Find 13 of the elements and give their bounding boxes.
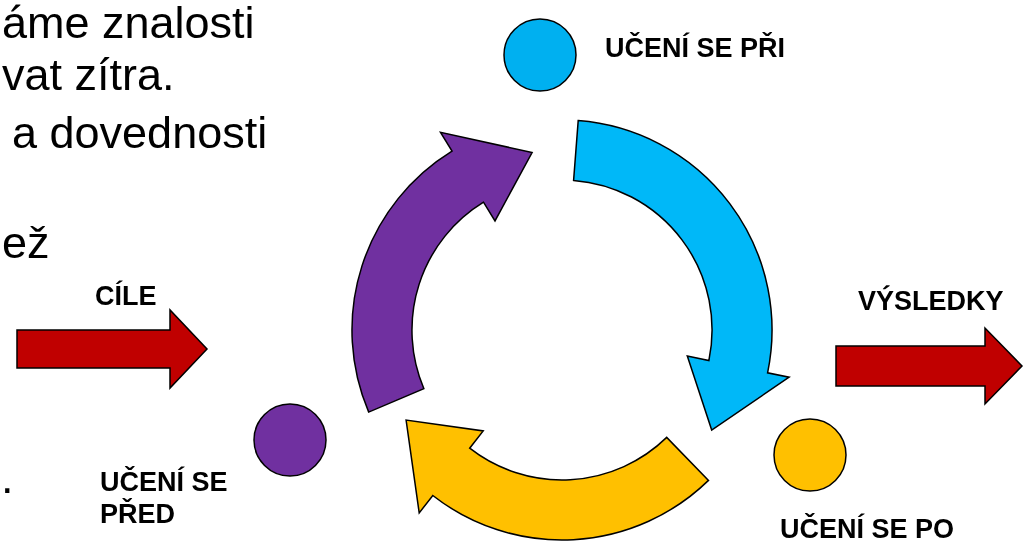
body-text: vat zítra. bbox=[2, 52, 175, 98]
stage-label: UČENÍ SE PO bbox=[780, 513, 956, 545]
body-text: ež bbox=[2, 220, 50, 266]
body-text: áme znalosti bbox=[2, 0, 255, 46]
curved-arrow bbox=[351, 131, 533, 413]
curved-arrow bbox=[405, 419, 710, 541]
arrow-label: CÍLE bbox=[95, 280, 157, 312]
curved-arrow bbox=[572, 119, 790, 431]
body-text: . bbox=[1, 455, 14, 501]
arrow-label: VÝSLEDKY bbox=[858, 285, 1004, 317]
stage-label: UČENÍ SE PŘI bbox=[605, 32, 787, 64]
body-text: a dovednosti bbox=[12, 110, 268, 156]
stage-label: UČENÍ SE PŘED bbox=[100, 466, 229, 530]
